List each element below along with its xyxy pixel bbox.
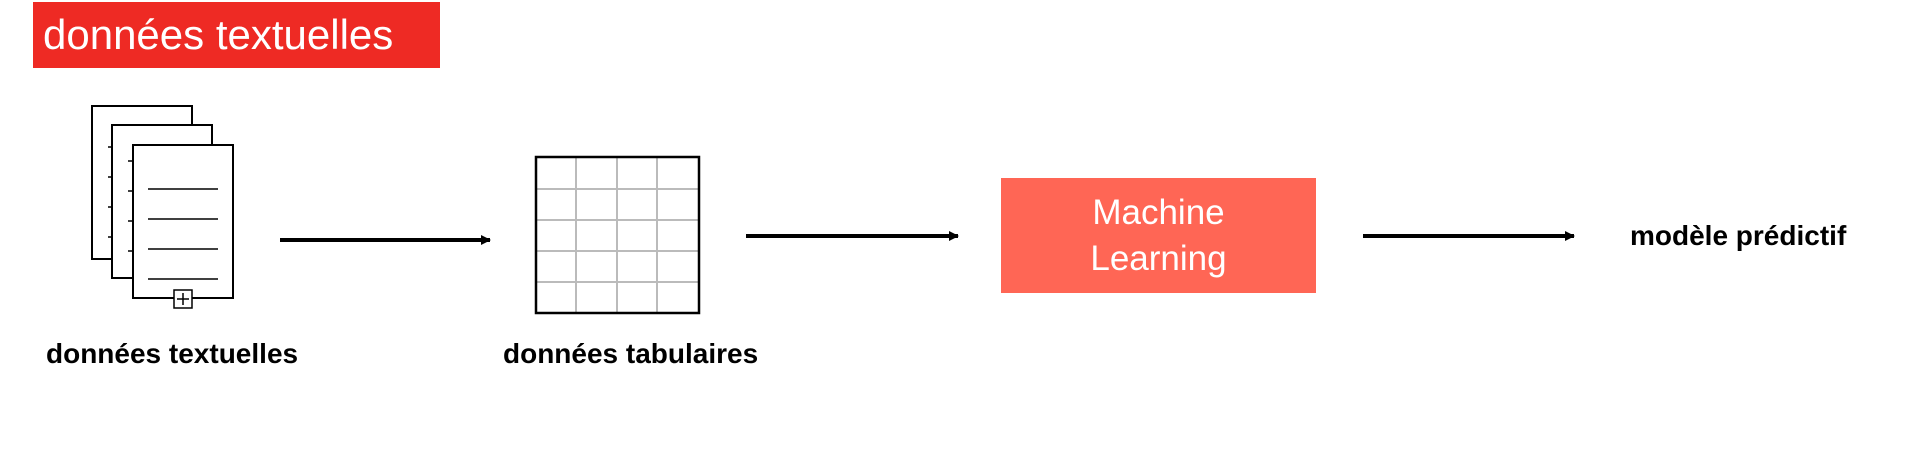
tabular-data-label: données tabulaires [503, 338, 759, 369]
table-grid-icon [534, 155, 701, 315]
machine-learning-box: Machine Learning [1001, 178, 1316, 293]
title-badge: données textuelles [33, 2, 440, 68]
plus-box-icon [173, 289, 193, 309]
text-data-label: données textuelles [46, 338, 299, 369]
ml-box-bg [1001, 178, 1316, 293]
predictive-model-label: modèle prédictif [1630, 220, 1847, 251]
ml-line-2: Learning [1090, 238, 1227, 278]
ml-line-1: Machine [1092, 192, 1225, 232]
document-stack-icon [91, 105, 234, 309]
